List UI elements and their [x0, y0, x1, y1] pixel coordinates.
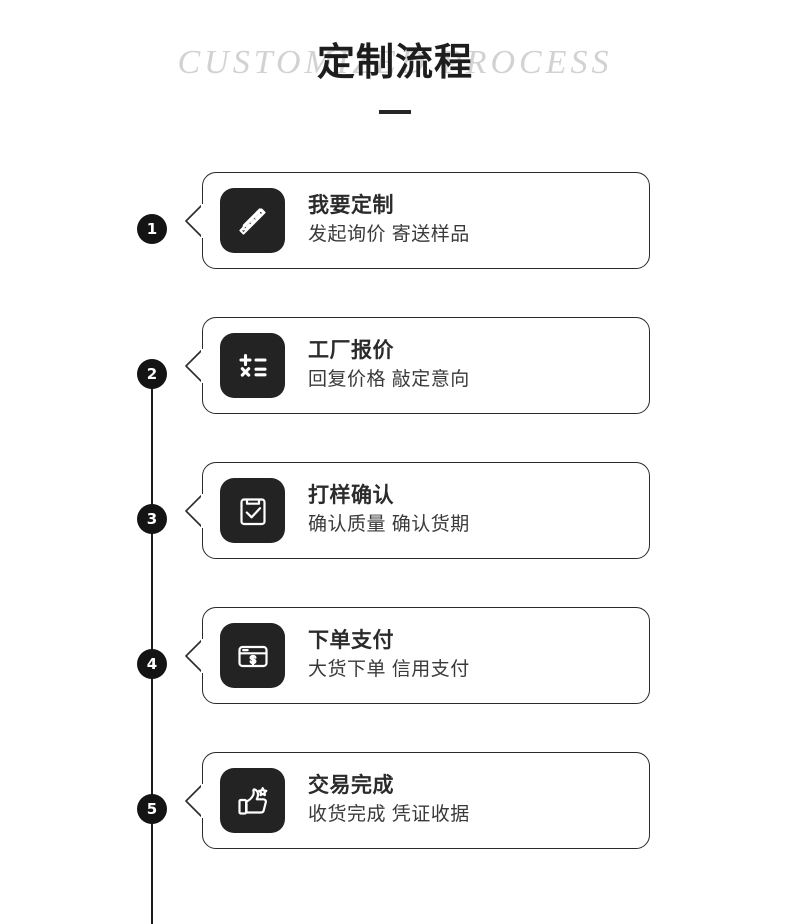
step-card[interactable]: 打样确认 确认质量 确认货期	[185, 462, 650, 559]
card-dollar-icon	[220, 623, 285, 688]
step-card[interactable]: 工厂报价 回复价格 敲定意向	[185, 317, 650, 414]
card-pointer-icon	[185, 348, 203, 383]
step-card-text: 打样确认 确认质量 确认货期	[308, 483, 470, 539]
step-number-marker: 3	[137, 504, 167, 534]
step-subtitle: 收货完成 凭证收据	[308, 803, 470, 825]
step-number-marker: 4	[137, 649, 167, 679]
step-title: 我要定制	[308, 193, 394, 217]
step-subtitle: 发起询价 寄送样品	[308, 223, 470, 245]
page-header: CUSTOMIZED PROCESS 定制流程	[0, 0, 790, 150]
step-subtitle: 回复价格 敲定意向	[308, 368, 470, 390]
step-title: 工厂报价	[308, 338, 394, 362]
step-card[interactable]: 交易完成 收货完成 凭证收据	[185, 752, 650, 849]
step-card-text: 下单支付 大货下单 信用支付	[308, 628, 470, 684]
process-step: 2	[0, 309, 790, 454]
step-title: 打样确认	[308, 483, 394, 507]
step-number-marker: 5	[137, 794, 167, 824]
step-card[interactable]: 我要定制 发起询价 寄送样品	[185, 172, 650, 269]
process-step: 5	[0, 744, 790, 889]
process-step: 3	[0, 454, 790, 599]
step-subtitle: 大货下单 信用支付	[308, 658, 470, 680]
page-title: 定制流程	[316, 42, 473, 84]
title-stack: CUSTOMIZED PROCESS 定制流程	[0, 32, 790, 94]
process-steps-list: 1	[0, 150, 790, 924]
step-title: 交易完成	[308, 773, 394, 797]
process-step: 1	[0, 164, 790, 309]
card-pointer-icon	[185, 783, 203, 818]
calculator-math-icon	[220, 333, 285, 398]
clipboard-check-icon	[220, 478, 285, 543]
process-step: 4	[0, 599, 790, 744]
ruler-pencil-icon	[220, 188, 285, 253]
step-number-marker: 2	[137, 359, 167, 389]
title-underline-rule	[379, 110, 411, 114]
step-card-text: 交易完成 收货完成 凭证收据	[308, 773, 470, 829]
card-pointer-icon	[185, 203, 203, 238]
step-card-text: 工厂报价 回复价格 敲定意向	[308, 338, 470, 394]
step-number-marker: 1	[137, 214, 167, 244]
step-card-text: 我要定制 发起询价 寄送样品	[308, 193, 470, 249]
title-background-text: CUSTOMIZED PROCESS	[177, 44, 613, 81]
card-pointer-icon	[185, 638, 203, 673]
thumbs-up-star-icon	[220, 768, 285, 833]
step-card[interactable]: 下单支付 大货下单 信用支付	[185, 607, 650, 704]
card-pointer-icon	[185, 493, 203, 528]
step-title: 下单支付	[308, 628, 394, 652]
step-subtitle: 确认质量 确认货期	[308, 513, 470, 535]
